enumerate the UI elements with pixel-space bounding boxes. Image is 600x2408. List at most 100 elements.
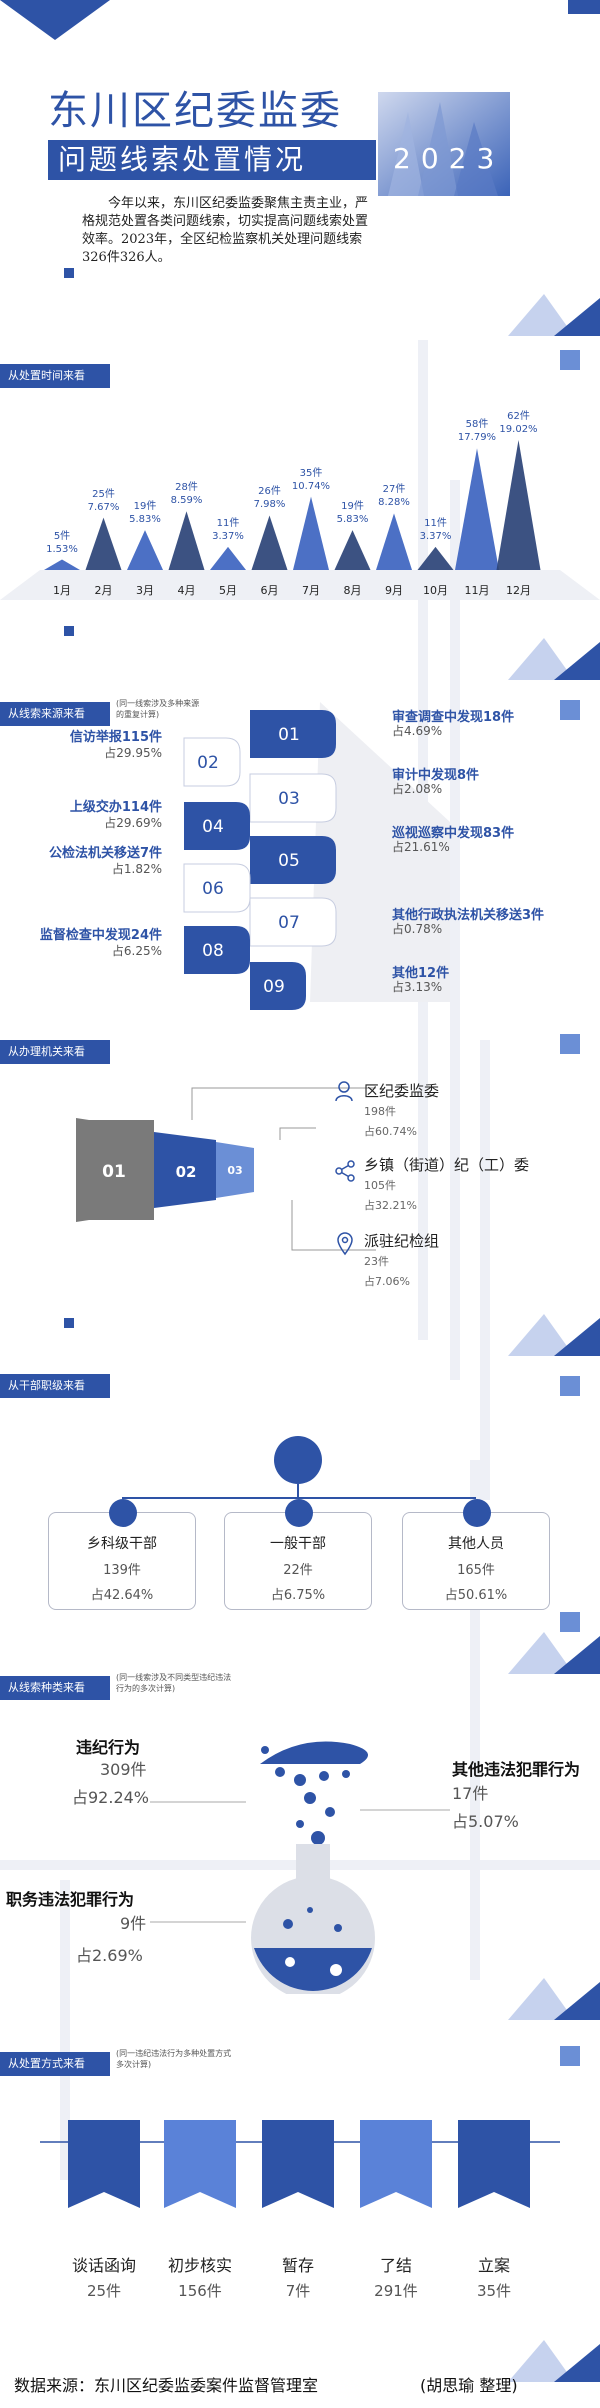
cadre-count: 165件 — [457, 1563, 495, 1578]
deco-triangles — [508, 294, 600, 336]
source-tab-01 — [250, 710, 336, 758]
month-value-label: 35件 — [299, 467, 323, 479]
month-percent-label: 1.53% — [46, 543, 78, 555]
month-peak — [251, 515, 288, 570]
background-frame — [60, 1880, 70, 2180]
month-value-label: 11件 — [424, 517, 447, 529]
method-count: 35件 — [476, 2282, 512, 2300]
kind-pct-1: 占92.24% — [72, 1788, 150, 1807]
source-name: 上级交办114件 — [69, 800, 162, 815]
page-title: 东川区纪委监委 — [48, 88, 342, 134]
organ-name-2: 乡镇（街道）纪（工）委 — [364, 1156, 530, 1174]
organ-count-3: 23件 — [364, 1255, 389, 1268]
page-subtitle: 问题线索处置情况 — [48, 140, 376, 180]
month-percent-label: 19.02% — [499, 424, 538, 435]
funnel-label-01: 01 — [102, 1162, 126, 1182]
source-number: 05 — [278, 851, 300, 871]
deco-square — [560, 350, 580, 370]
source-pct: 占3.13% — [392, 980, 443, 994]
kind-title-1: 违纪行为 — [76, 1738, 141, 1757]
kind-leader-2 — [360, 1809, 450, 1811]
cadre-pct: 占50.61% — [444, 1588, 508, 1603]
kind-count-2: 17件 — [452, 1784, 489, 1803]
cadre-pct: 占42.64% — [90, 1588, 154, 1603]
source-number: 06 — [202, 879, 224, 899]
month-axis-label: 1月 — [53, 584, 71, 597]
month-axis-label: 4月 — [177, 584, 196, 597]
cadre-pct: 占6.75% — [270, 1588, 326, 1603]
source-tab-04 — [184, 802, 250, 850]
month-value-label: 19件 — [133, 501, 157, 513]
month-axis-label: 7月 — [302, 584, 320, 597]
deco-triangles — [508, 1978, 600, 2020]
month-peak — [127, 530, 163, 570]
method-flag — [68, 2120, 140, 2208]
month-percent-label: 5.83% — [336, 514, 369, 526]
cadre-name: 其他人员 — [448, 1536, 504, 1552]
section-tag-kind: 从线索种类来看 — [0, 1676, 110, 1700]
cadre-dot — [285, 1499, 313, 1527]
month-percent-label: 10.74% — [291, 480, 331, 492]
section-tag-cadre: 从干部职级来看 — [0, 1374, 110, 1398]
section-tag-method: 从处置方式来看 — [0, 2052, 110, 2076]
month-axis-label: 9月 — [385, 584, 403, 597]
section-tag-organ: 从办理机关来看 — [0, 1040, 110, 1064]
source-pct: 占2.08% — [392, 782, 443, 796]
cadre-count: 22件 — [283, 1563, 313, 1578]
cadre-tree — [122, 1436, 476, 1499]
source-note: (同一线索涉及多种来源的重复计算) — [116, 699, 200, 719]
organ-count-2: 105件 — [364, 1179, 396, 1192]
month-value-label: 62件 — [507, 411, 530, 422]
month-percent-label: 7.98% — [253, 499, 286, 511]
month-percent-label: 7.67% — [87, 501, 120, 513]
month-value-label: 5件 — [53, 530, 71, 542]
share-icon — [335, 1160, 355, 1182]
author-credit: (胡思瑜 整理) — [420, 2376, 518, 2395]
month-value-label: 27件 — [382, 484, 406, 496]
source-number: 02 — [197, 753, 219, 773]
source-tab-07 — [249, 897, 337, 947]
source-number: 01 — [278, 725, 300, 745]
organ-name-3: 派驻纪检组 — [364, 1232, 440, 1250]
flask-illustration — [251, 1741, 375, 1994]
month-value-label: 11件 — [216, 517, 240, 529]
method-name: 暂存 — [281, 2256, 314, 2275]
funnel-label-03: 03 — [227, 1164, 242, 1177]
location-pin-icon — [337, 1232, 353, 1256]
kind-pct-3: 占2.69% — [76, 1946, 143, 1965]
header-photo — [378, 92, 510, 196]
month-axis-label: 10月 — [423, 584, 448, 597]
source-name: 监督检查中发现24件 — [39, 928, 162, 943]
method-name: 谈话函询 — [71, 2256, 136, 2275]
source-pct: 占0.78% — [392, 922, 443, 936]
method-name: 了结 — [379, 2256, 412, 2275]
source-name: 信访举报115件 — [69, 730, 162, 745]
deco-triangles — [508, 1632, 600, 1674]
deco-square — [64, 1318, 74, 1328]
deco-square — [560, 700, 580, 720]
subtitle-text: 问题线索处置情况 — [58, 143, 307, 176]
person-icon — [335, 1081, 353, 1102]
month-axis-label: 12月 — [506, 584, 531, 597]
month-peak — [168, 511, 205, 570]
source-name: 审查调查中发现18件 — [392, 710, 515, 725]
organ-pct-3: 占7.06% — [364, 1275, 410, 1288]
month-peak — [334, 530, 371, 570]
kind-leader-3 — [150, 1921, 246, 1923]
source-name: 其他行政执法机关移送3件 — [392, 908, 545, 923]
source-pct: 占21.61% — [392, 840, 450, 854]
method-count: 291件 — [374, 2282, 418, 2300]
month-peak — [496, 440, 541, 570]
year-label: 2023 — [393, 142, 505, 175]
month-axis-label: 11月 — [464, 584, 490, 597]
kind-count-1: 309件 — [100, 1760, 147, 1779]
month-peak — [455, 448, 499, 570]
deco-square — [560, 1376, 580, 1396]
month-peak — [293, 496, 329, 570]
kind-title-2: 其他违法犯罪行为 — [452, 1760, 581, 1779]
cadre-dot — [463, 1499, 491, 1527]
deco-square — [560, 1612, 580, 1632]
method-name: 初步核实 — [167, 2256, 232, 2275]
month-axis-label: 5月 — [219, 584, 237, 597]
month-axis-label: 8月 — [343, 584, 362, 597]
